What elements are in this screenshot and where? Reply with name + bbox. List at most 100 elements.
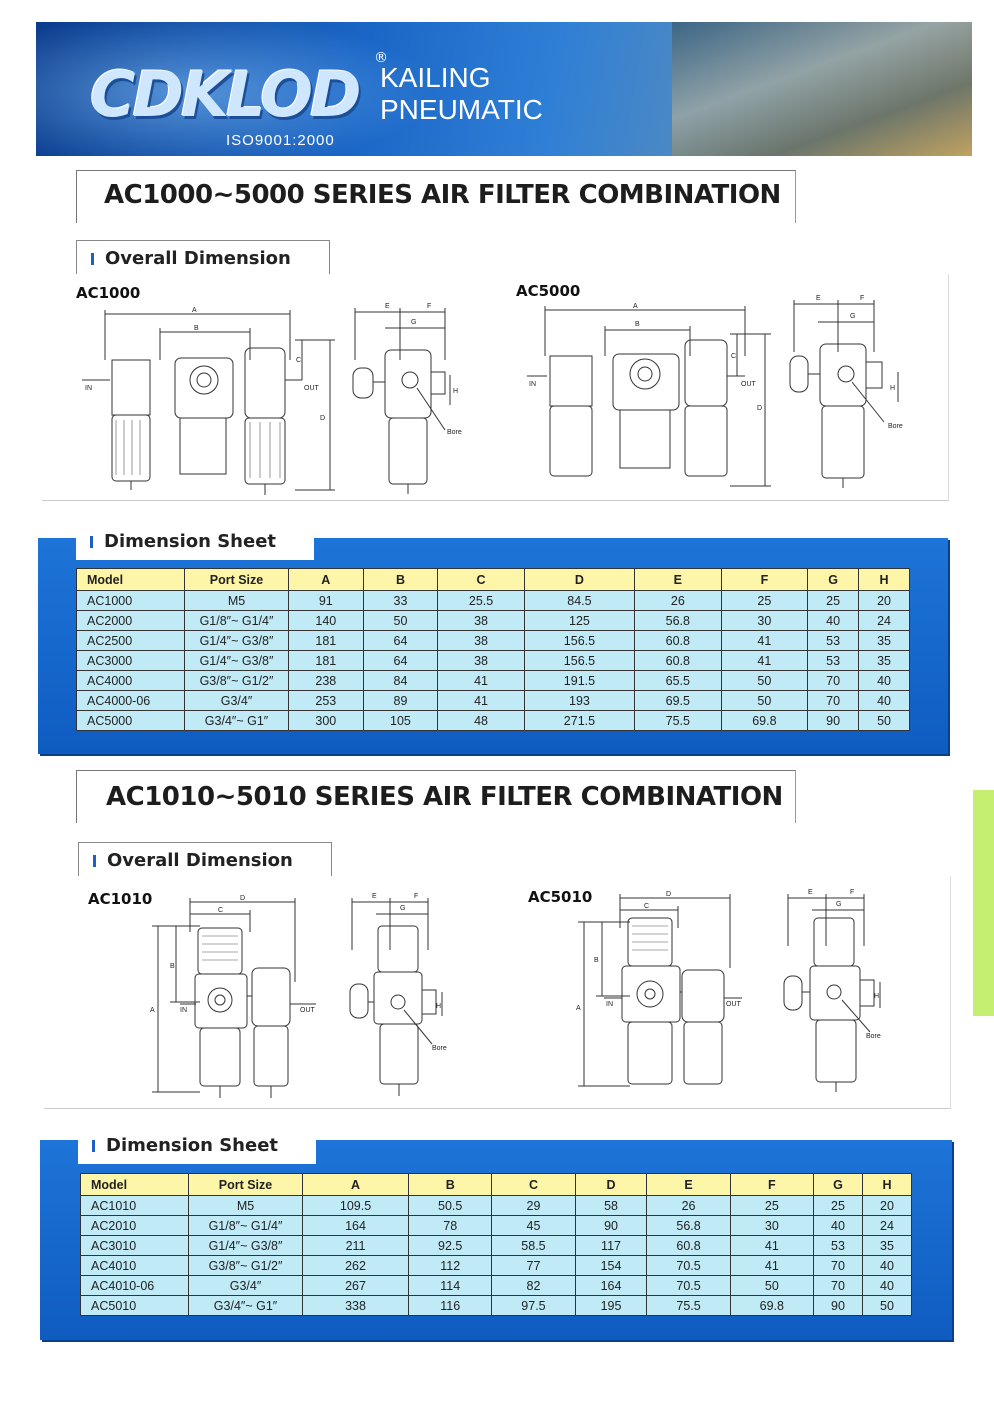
table-cell: 75.5 xyxy=(646,1295,731,1316)
table-cell: 38 xyxy=(437,650,525,671)
table-cell: 267 xyxy=(301,1275,410,1296)
dim-f: F xyxy=(850,889,854,896)
table-cell: 40 xyxy=(807,610,860,631)
table-cell: 38 xyxy=(437,610,525,631)
section1-title-frame xyxy=(76,170,796,223)
dim-a: A xyxy=(633,303,638,310)
dim-d: D xyxy=(320,415,325,422)
header-banner: CDKLOD ® ISO9001:2000 KAILING PNEUMATIC xyxy=(36,22,972,156)
dim-g: G xyxy=(850,313,855,320)
table-cell: 75.5 xyxy=(634,710,722,731)
table-cell: G1/8″~ G1/4″ xyxy=(184,610,289,631)
section1-drawing-area xyxy=(42,274,949,501)
column-header: Port Size xyxy=(184,568,289,591)
table-cell: 60.8 xyxy=(646,1235,731,1256)
dim-c: C xyxy=(731,353,736,360)
section1-sheet-tab: Dimension Sheet xyxy=(76,522,314,560)
table-cell: AC4000 xyxy=(76,670,185,691)
table-cell: G1/4″~ G3/8″ xyxy=(188,1235,303,1256)
dim-g: G xyxy=(411,319,416,326)
table-cell: 64 xyxy=(362,630,439,651)
column-header: Model xyxy=(80,1173,189,1196)
table-cell: 181 xyxy=(288,630,364,651)
column-header: D xyxy=(523,568,636,591)
column-header: F xyxy=(729,1173,814,1196)
port-out-label: OUT xyxy=(726,1001,742,1008)
tab-label: Overall Dimension xyxy=(105,248,291,269)
banner-product-photo xyxy=(672,22,972,156)
table-cell: 112 xyxy=(408,1255,493,1276)
table-cell: 70.5 xyxy=(646,1255,731,1276)
table-cell: 70 xyxy=(812,1255,863,1276)
table-cell: 40 xyxy=(861,1255,913,1276)
table-cell: 90 xyxy=(807,710,860,731)
section1-model-left: AC1000 xyxy=(76,284,141,302)
table-cell: 30 xyxy=(720,610,809,631)
ac1000-front-drawing: A B C D IN OUT xyxy=(82,307,335,495)
dim-c: C xyxy=(218,907,223,914)
ac5000-side-drawing: E F G H Bore xyxy=(789,295,903,488)
dim-a: A xyxy=(192,307,197,314)
company-logo: CDKLOD xyxy=(90,58,361,131)
table-cell: AC5000 xyxy=(76,710,185,731)
column-header: Port Size xyxy=(188,1173,303,1196)
table-cell: 77 xyxy=(491,1255,576,1276)
table-cell: G3/4″ xyxy=(188,1275,303,1296)
ac1010-side-drawing: E F G H Bore xyxy=(349,893,447,1096)
column-header: H xyxy=(861,1173,913,1196)
table-cell: 25 xyxy=(807,590,860,611)
table-cell: 56.8 xyxy=(634,610,722,631)
table-cell: 300 xyxy=(288,710,364,731)
table-cell: 53 xyxy=(812,1235,863,1256)
table-cell: 117 xyxy=(574,1235,648,1256)
brand-line-1: KAILING xyxy=(380,62,491,93)
column-header: E xyxy=(646,1173,731,1196)
dim-g: G xyxy=(400,905,405,912)
table-cell: 84 xyxy=(362,670,439,691)
dim-b: B xyxy=(170,963,175,970)
section2-drawing-area xyxy=(44,876,951,1109)
table-cell: G1/8″~ G1/4″ xyxy=(188,1215,303,1236)
table-cell: 33 xyxy=(362,590,439,611)
table-cell: 53 xyxy=(807,650,860,671)
table-cell: 24 xyxy=(858,610,910,631)
side-page-tab xyxy=(973,790,994,1016)
table-cell: 41 xyxy=(729,1255,814,1276)
dim-h: H xyxy=(453,388,458,395)
table-cell: 26 xyxy=(634,590,722,611)
dim-b: B xyxy=(194,325,199,332)
section2-title: AC1010~5010 SERIES AIR FILTER COMBINATIO… xyxy=(106,782,783,812)
ac5010-side-drawing: E F G H Bore xyxy=(783,889,881,1092)
table-cell: 35 xyxy=(858,650,910,671)
table-cell: 89 xyxy=(362,690,439,711)
dim-d: D xyxy=(666,891,671,898)
ac5000-front-drawing: A B C D IN OUT xyxy=(527,303,771,487)
table-cell: AC4010 xyxy=(80,1255,189,1276)
table-cell: 90 xyxy=(574,1215,648,1236)
table-cell: 105 xyxy=(362,710,439,731)
table-cell: 238 xyxy=(288,670,364,691)
dim-g: G xyxy=(836,901,841,908)
section1-title: AC1000~5000 SERIES AIR FILTER COMBINATIO… xyxy=(104,180,781,210)
dim-e: E xyxy=(385,303,390,310)
table-cell: 25 xyxy=(729,1195,814,1216)
column-header: C xyxy=(491,1173,576,1196)
table-cell: 109.5 xyxy=(301,1195,410,1216)
port-in-label: IN xyxy=(180,1007,187,1014)
table-cell: 84.5 xyxy=(523,590,636,611)
table-cell: 20 xyxy=(858,590,910,611)
table-cell: 69.8 xyxy=(720,710,809,731)
banner-glow xyxy=(36,22,436,156)
tab-marker xyxy=(90,536,93,548)
table-cell: 60.8 xyxy=(634,630,722,651)
table-cell: 50 xyxy=(362,610,439,631)
table-cell: G1/4″~ G3/8″ xyxy=(184,630,289,651)
dim-d: D xyxy=(240,895,245,902)
